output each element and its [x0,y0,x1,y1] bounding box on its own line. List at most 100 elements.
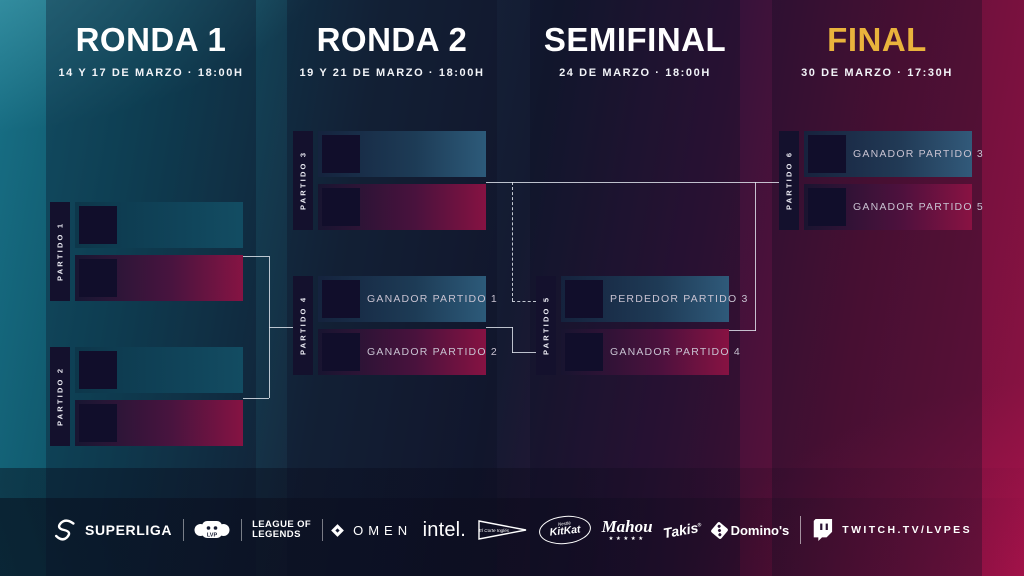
team-logo-placeholder [322,188,360,226]
mahou-logo: Mahou ★★★★★ [602,518,653,543]
slot-text: GANADOR PARTIDO 2 [367,346,498,358]
match-label: PARTIDO 5 [536,276,556,375]
round-date: 19 Y 21 DE MARZO · 18:00H [299,67,485,79]
match-label: PARTIDO 6 [779,131,799,230]
bracket-connector-dashed [512,182,513,301]
takis-wordmark: Takis [662,519,700,542]
team-slot [318,131,486,177]
twitch-channel: TWITCH.TV/LVPES [811,518,972,542]
slot-text: GANADOR PARTIDO 5 [853,201,984,213]
match-partido-1: PARTIDO 1 [50,202,243,301]
divider [182,519,184,541]
team-slot: GANADOR PARTIDO 5 [804,184,983,230]
round-date: 24 DE MARZO · 18:00H [559,67,711,79]
team-logo-placeholder [322,280,360,318]
team-logo-placeholder [808,135,846,173]
superliga-wordmark: SUPERLIGA [85,522,173,538]
kitkat-wordmark: KitKat [549,523,582,540]
team-logo-placeholder [322,333,360,371]
omen-logo: OMEN [331,522,413,538]
twitch-icon [814,519,833,541]
superliga-swirl-icon [54,519,75,541]
team-logo-placeholder [79,404,117,442]
team-logo-placeholder [322,135,360,173]
team-slot: GANADOR PARTIDO 2 [318,329,497,375]
slot-text: GANADOR PARTIDO 3 [853,148,984,160]
kitkat-logo: Nestlé KitKat [537,513,593,547]
match-label: PARTIDO 4 [293,276,313,375]
mahou-stars: ★★★★★ [608,535,646,542]
omen-diamond-icon [331,523,344,537]
divider [321,519,323,541]
match-partido-2: PARTIDO 2 [50,347,243,446]
twitch-url: TWITCH.TV/LVPES [842,524,972,536]
team-logo-placeholder [79,206,117,244]
lvp-logo: LVP [194,516,230,544]
bracket-connector [729,330,756,331]
team-logo-placeholder [808,188,846,226]
team-slot [75,347,243,393]
team-slot [75,400,243,446]
round-title: FINAL [827,21,927,58]
superliga-logo: SUPERLIGA [52,517,172,543]
slot-text: GANADOR PARTIDO 4 [610,346,741,358]
bracket-connector [512,327,513,353]
round-title: SEMIFINAL [543,21,727,58]
el-corte-ingles-logo: El Corte Inglés [477,516,529,544]
bracket-connector [486,327,513,328]
domino-tile-icon [709,520,729,540]
round-header-semifinal: SEMIFINAL 24 DE MARZO · 18:00H [530,21,740,80]
bracket-connector [486,182,779,183]
team-logo-placeholder [565,280,603,318]
round-header-2: RONDA 2 19 Y 21 DE MARZO · 18:00H [287,21,497,80]
match-label: PARTIDO 2 [50,347,70,446]
mahou-wordmark: Mahou [601,516,653,536]
bracket-connector [269,327,293,328]
divider [799,516,801,544]
round-title: RONDA 2 [316,21,468,58]
match-partido-6: PARTIDO 6 GANADOR PARTIDO 3 GANADOR PART… [779,131,983,230]
bracket-connector [243,256,269,257]
pennant-icon: El Corte Inglés [477,520,526,540]
team-slot [318,184,486,230]
round-date: 30 DE MARZO · 17:30H [801,67,953,79]
league-of-legends-logo: LEAGUE OF LEGENDS [252,518,312,541]
round-title: RONDA 1 [75,21,227,58]
intel-wordmark: intel. [422,518,467,541]
dominos-wordmark: Domino's [730,522,790,538]
match-partido-3: PARTIDO 3 [293,131,486,230]
team-logo-placeholder [79,259,117,297]
team-slot [75,255,243,301]
bracket-connector [755,182,756,331]
round-date: 14 Y 17 DE MARZO · 18:00H [58,67,244,79]
svg-text:LVP: LVP [207,533,218,539]
slot-text: PERDEDOR PARTIDO 3 [610,293,749,305]
team-slot: GANADOR PARTIDO 4 [561,329,740,375]
omen-wordmark: OMEN [353,522,413,538]
takis-logo: Takis® [662,519,702,542]
team-slot: GANADOR PARTIDO 3 [804,131,983,177]
team-slot [75,202,243,248]
slot-text: GANADOR PARTIDO 1 [367,293,498,305]
dominos-logo: Domino's [709,520,790,540]
match-partido-4: PARTIDO 4 GANADOR PARTIDO 1 GANADOR PART… [293,276,497,375]
svg-text:El Corte Inglés: El Corte Inglés [478,528,509,533]
lol-line2: LEGENDS [252,529,301,540]
intel-logo: intel. [423,519,466,542]
match-label: PARTIDO 3 [293,131,313,230]
round-header-1: RONDA 1 14 Y 17 DE MARZO · 18:00H [46,21,256,80]
sponsor-logo-bar: SUPERLIGA LVP LEAGUE OF LEGENDS OMEN int [52,503,972,557]
divider [240,519,242,541]
match-label: PARTIDO 1 [50,202,70,301]
bottom-shade [0,498,1024,576]
match-partido-5: PARTIDO 5 PERDEDOR PARTIDO 3 GANADOR PAR… [536,276,747,375]
lvp-mascot-icon: LVP [194,521,230,539]
team-slot: PERDEDOR PARTIDO 3 [561,276,747,322]
bracket-connector [243,398,269,399]
team-logo-placeholder [79,351,117,389]
bracket-connector-dashed [512,301,536,302]
team-logo-placeholder [565,333,603,371]
lol-line1: LEAGUE OF [252,518,312,530]
bracket-connector [512,352,536,353]
